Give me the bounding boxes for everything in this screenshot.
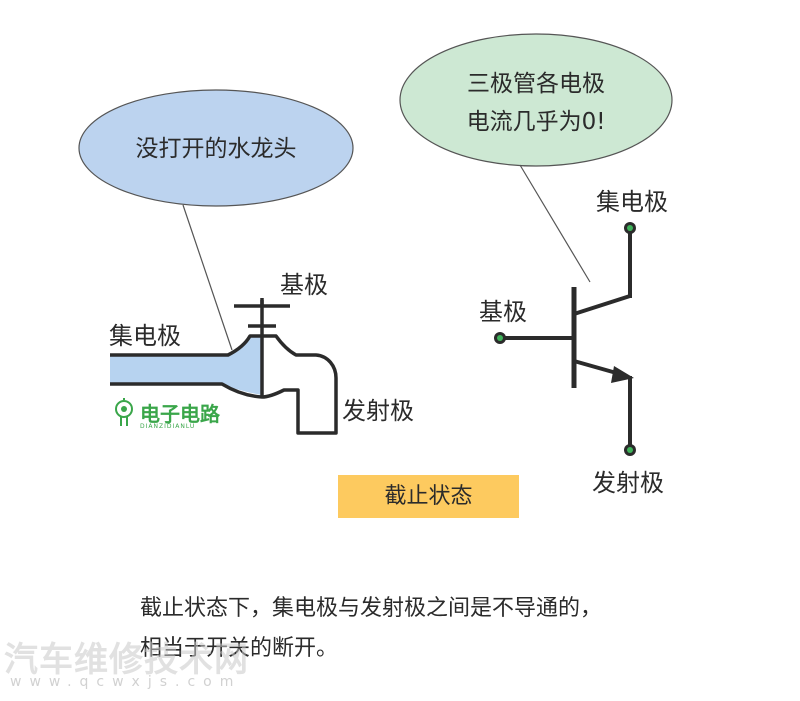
watermark-url: www.qcwxjs.com [10,674,242,690]
faucet-bubble: 没打开的水龙头 [78,89,354,207]
transistor-collector-label: 集电极 [596,188,668,216]
faucet-bubble-pointer [182,204,233,351]
transistor-bubble-pointer [519,164,591,283]
caption: 截止状态下，集电极与发射极之间是不导通的， 相当于开关的断开。 [140,589,760,669]
caption-line-2: 相当于开关的断开。 [140,636,339,661]
faucet [110,298,338,435]
logo-subtext: DIANZIDIANLU [140,423,196,430]
faucet-base-label: 基极 [280,271,328,299]
faucet-collector-label: 集电极 [109,322,181,350]
logo: 电子电路 DIANZIDIANLU [108,396,233,436]
transistor-bubble-line2: 电流几乎为0! [467,109,606,135]
transistor-collector-diag [573,294,631,316]
state-badge: 截止状态 [338,475,519,518]
transistor-bubble: 三极管各电极 电流几乎为0! [399,33,673,167]
transistor-bubble-line1: 三极管各电极 [467,71,605,97]
caption-line-1: 截止状态下，集电极与发射极之间是不导通的， [140,596,603,621]
transistor-emitter-label: 发射极 [592,469,664,497]
transistor-base-label: 基极 [479,298,527,326]
watermark: 汽车维修技术网 www.qcwxjs.com [4,632,264,692]
logo-text: 电子电路 [140,402,220,426]
faucet-bubble-text: 没打开的水龙头 [136,136,297,162]
bulb-icon [115,398,133,426]
faucet-emitter-label: 发射极 [342,397,414,425]
transistor-emitter-diag [573,359,621,376]
transistor-symbol [494,222,636,456]
faucet-water-pipe [110,336,262,395]
faucet-outline [110,334,338,435]
watermark-title: 汽车维修技术网 [4,640,249,680]
